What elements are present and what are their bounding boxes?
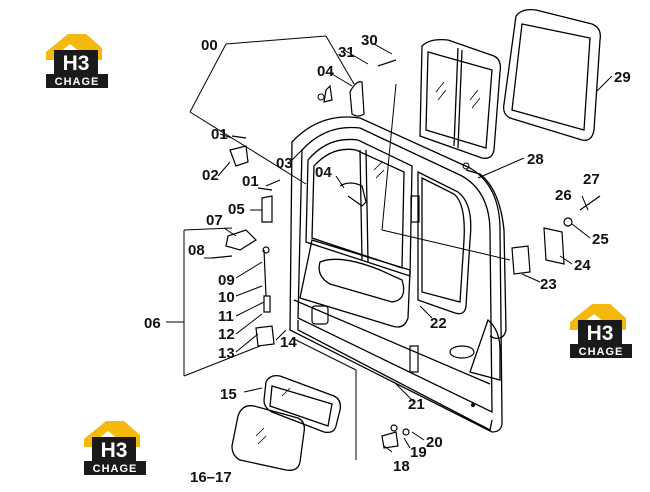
callout-19: 19 (410, 444, 427, 461)
callout-25: 25 (592, 231, 609, 248)
callout-14: 14 (280, 334, 297, 351)
callout-21: 21 (408, 396, 425, 413)
callout-06: 06 (144, 315, 161, 332)
callout-28: 28 (527, 151, 544, 168)
lower-window-glass (263, 374, 342, 434)
lower-hinge (409, 345, 419, 373)
callout-07: 07 (206, 212, 223, 229)
callout-00: 00 (201, 37, 218, 54)
brand-logo-bottom-left: H3 CHAGE (84, 421, 146, 475)
callout-29: 29 (614, 69, 631, 86)
callout-31: 31 (338, 44, 355, 61)
callout-01-middle: 01 (242, 173, 259, 190)
callout-27: 27 (583, 171, 600, 188)
door-inner-handle (311, 305, 329, 325)
callout-23: 23 (540, 276, 557, 293)
callout-11: 11 (218, 308, 234, 325)
callout-09: 09 (218, 272, 235, 289)
callout-08: 08 (188, 242, 205, 259)
callout-04-middle: 04 (315, 164, 332, 181)
logo-brand: CHAGE (55, 76, 100, 88)
callout-10: 10 (218, 289, 235, 306)
lower-glass-panel (231, 405, 306, 471)
callout-01-left: 01 (211, 126, 228, 143)
callout-02: 02 (202, 167, 219, 184)
callout-labels: 00 01 01 02 03 04 04 05 06 07 08 09 10 1… (144, 32, 631, 486)
brand-logo-right: H3 CHAGE (570, 304, 632, 358)
callout-15: 15 (220, 386, 237, 403)
brand-logo-top-left: H3 CHAGE (46, 34, 108, 88)
callout-03: 03 (276, 155, 293, 172)
upper-glass-assembly (419, 38, 502, 159)
callout-22: 22 (430, 315, 447, 332)
callout-18: 18 (393, 458, 410, 475)
callout-24: 24 (574, 257, 591, 274)
door-frame (289, 116, 507, 433)
callout-26: 26 (555, 187, 572, 204)
callout-13: 13 (218, 345, 235, 362)
logo-mark: H3 (587, 322, 614, 345)
upper-window-frame (502, 8, 601, 141)
logo-brand: CHAGE (579, 346, 624, 358)
small-parts (211, 59, 601, 449)
glass-reflection-lines (255, 81, 481, 445)
callout-05: 05 (228, 201, 245, 218)
callout-12: 12 (218, 326, 235, 343)
callout-04-top: 04 (317, 63, 334, 80)
callout-20: 20 (426, 434, 443, 451)
callout-30: 30 (361, 32, 378, 49)
upper-hinge (410, 195, 420, 223)
logo-brand: CHAGE (93, 463, 138, 475)
callout-16-17: 16–17 (190, 469, 232, 486)
leader-lines (166, 35, 613, 460)
logo-mark: H3 (63, 52, 90, 75)
logo-mark: H3 (101, 439, 128, 462)
door-lock-plate (449, 345, 475, 359)
